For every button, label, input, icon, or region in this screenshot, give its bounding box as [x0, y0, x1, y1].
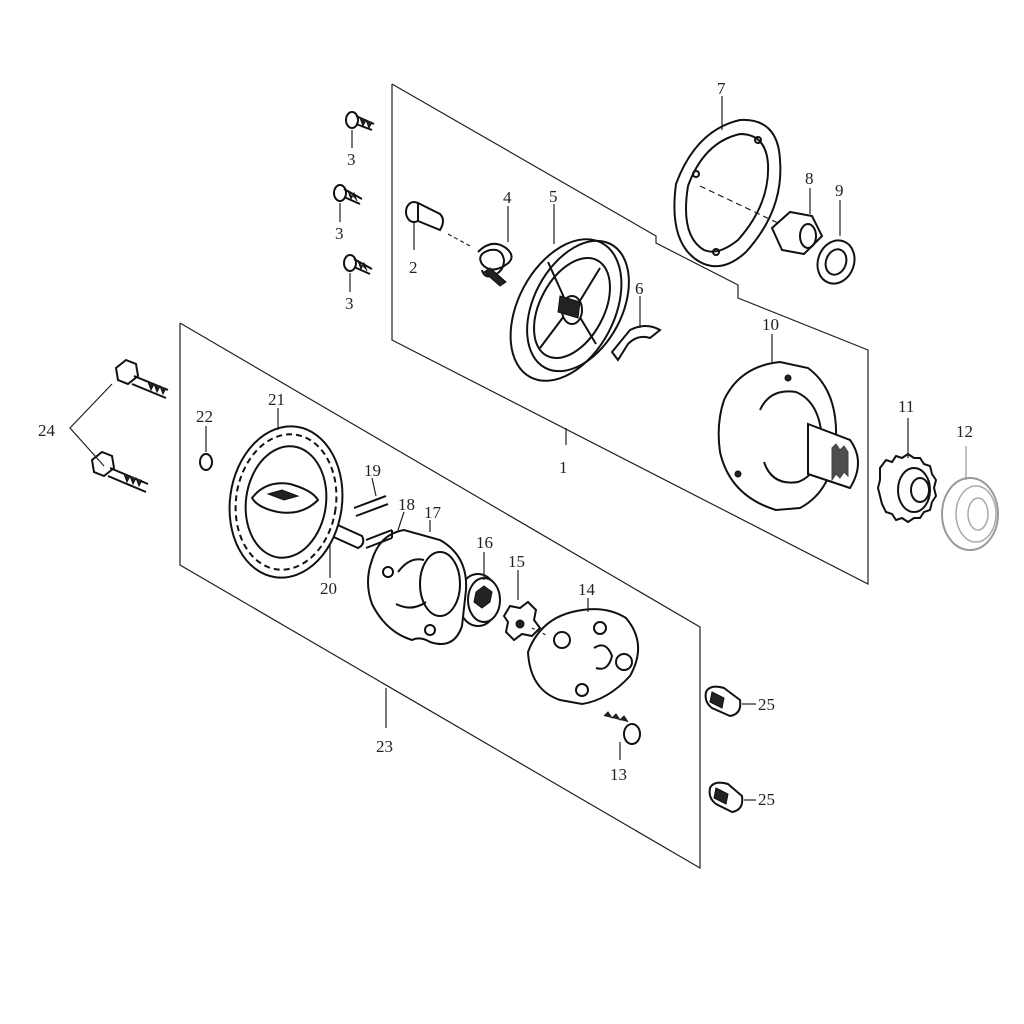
bearing-12	[941, 446, 999, 551]
label-6: 6	[635, 279, 644, 298]
label-21: 21	[268, 390, 285, 409]
label-3b: 3	[335, 224, 344, 243]
pin-18	[365, 511, 405, 549]
bolt-24-bottom	[90, 450, 149, 493]
nut-8	[770, 188, 824, 256]
label-5: 5	[549, 187, 558, 206]
label-4: 4	[503, 188, 512, 207]
bushing-25-top	[704, 685, 756, 718]
label-18: 18	[398, 495, 415, 514]
label-10: 10	[762, 315, 779, 334]
pin-22	[199, 426, 213, 471]
label-25b: 25	[758, 790, 775, 809]
plate-14	[526, 598, 640, 706]
label-16: 16	[476, 533, 493, 552]
screw-13	[603, 711, 641, 760]
rotor-16	[457, 552, 501, 627]
shaft-19	[353, 477, 389, 517]
gear-21	[228, 408, 344, 579]
label-12: 12	[956, 422, 973, 441]
assembly-23-outline	[179, 322, 701, 870]
pin-2	[405, 201, 471, 250]
gasket-7	[673, 96, 782, 268]
label-22: 22	[196, 407, 213, 426]
washer-9	[816, 200, 856, 285]
label-2: 2	[409, 258, 418, 277]
label-23: 23	[376, 737, 393, 756]
gear-11	[876, 418, 938, 524]
label-13: 13	[610, 765, 627, 784]
screw-3-top	[345, 111, 375, 148]
label-19: 19	[364, 461, 381, 480]
label-20: 20	[320, 579, 337, 598]
clip-6	[610, 296, 662, 362]
label-11: 11	[898, 397, 914, 416]
label-24: 24	[38, 421, 56, 440]
assembly-1-outline	[391, 83, 869, 585]
screw-3-middle	[333, 184, 363, 222]
label-14: 14	[578, 580, 596, 599]
label-3a: 3	[347, 150, 356, 169]
drum-5	[509, 204, 630, 382]
hub-10	[717, 334, 859, 512]
bushing-25-bottom	[708, 781, 756, 814]
label-1: 1	[559, 458, 568, 477]
spring-4	[477, 206, 513, 287]
bolt-24-top	[114, 358, 169, 399]
pump-body-17	[367, 520, 468, 645]
bolt-24-leader	[69, 383, 113, 467]
label-8: 8	[805, 169, 814, 188]
rotor-15	[502, 570, 549, 642]
label-9: 9	[835, 181, 844, 200]
screw-3-bottom	[343, 254, 373, 292]
label-3c: 3	[345, 294, 354, 313]
label-25a: 25	[758, 695, 775, 714]
label-7: 7	[717, 79, 726, 98]
label-17: 17	[424, 503, 442, 522]
label-15: 15	[508, 552, 525, 571]
